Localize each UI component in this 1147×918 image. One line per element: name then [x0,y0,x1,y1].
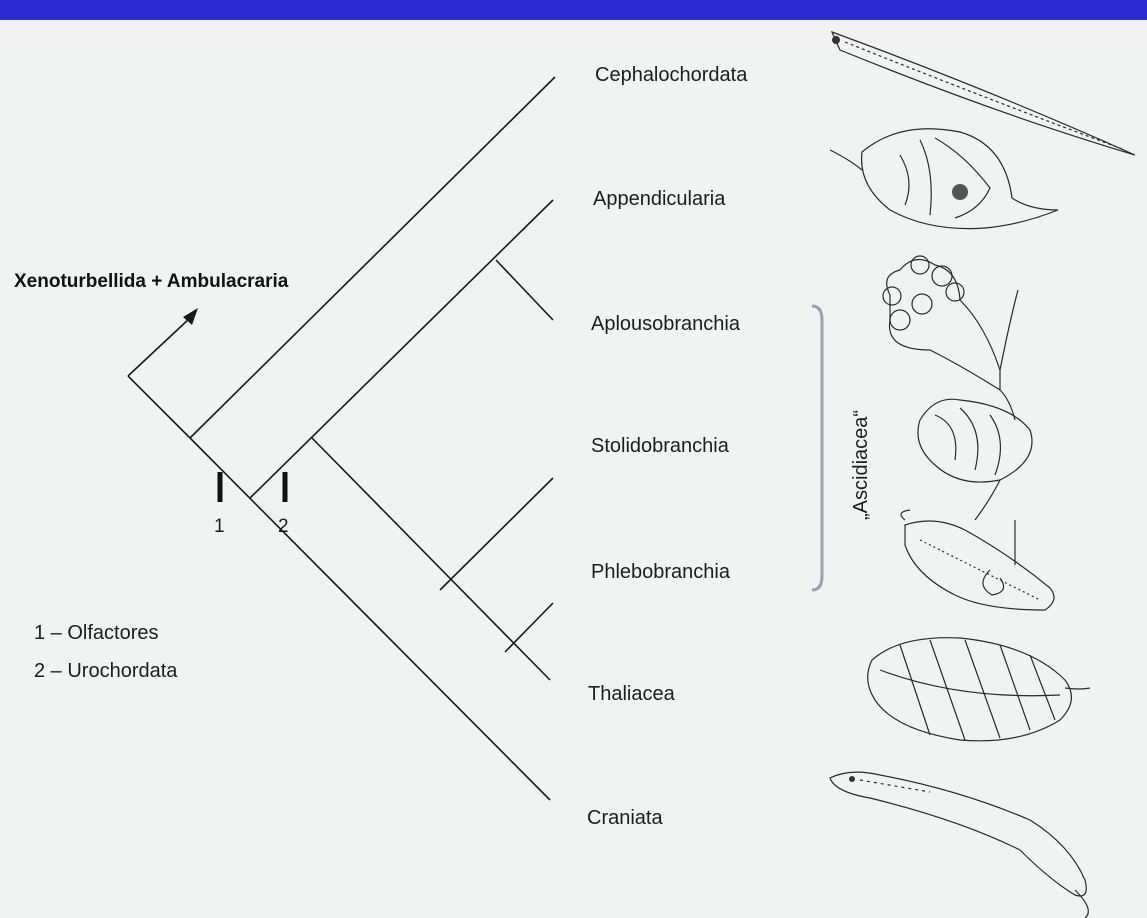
legend-item-urochordata: 2 – Urochordata [34,660,178,682]
outgroup-arrow [128,308,198,376]
taxon-stolidobranchia: Stolidobranchia [591,435,730,457]
taxon-aplousobranchia: Aplousobranchia [591,313,741,335]
salp-drawing [868,638,1090,741]
legend-item-olfactores: 1 – Olfactores [34,622,159,644]
ascidiacea-bracket: „Ascidiacea“ [812,306,872,590]
phlebobranch-drawing [901,510,1054,610]
branch-node-tunicate-crown [312,438,550,680]
marker-label-1: 1 [214,516,225,537]
branch-phlebobranchia [505,603,553,652]
phylogenetic-tree: Xenoturbellida + Ambulacraria 1 [0,20,1147,918]
taxon-phlebobranchia: Phlebobranchia [591,561,731,583]
marker-urochordata: 2 [278,472,289,537]
marker-olfactores: 1 [214,472,225,537]
lamprey-drawing [830,772,1088,918]
taxon-thaliacea: Thaliacea [588,683,676,705]
taxon-appendicularia: Appendicularia [593,188,726,210]
outgroup-label: Xenoturbellida + Ambulacraria [14,271,289,292]
branch-stolidobranchia [440,478,553,590]
taxon-cephalochordata: Cephalochordata [595,64,748,86]
marker-label-2: 2 [278,516,289,537]
ascidiacea-label: „Ascidiacea“ [850,410,872,520]
figure-panel: Xenoturbellida + Ambulacraria 1 [0,20,1147,918]
legend: 1 – Olfactores 2 – Urochordata [34,622,178,682]
branch-main-to-craniata [190,438,550,800]
appendicularian-drawing [830,129,1058,229]
lancelet-drawing [832,32,1135,155]
branch-cephalochordata [190,77,555,438]
tree-branches [128,77,555,800]
taxon-craniata: Craniata [587,807,663,829]
aplousobranch-drawing [883,256,1018,420]
taxon-labels: Cephalochordata Appendicularia Aplousobr… [587,64,748,829]
root-stem [128,376,190,438]
branch-urochordata-stem [250,200,553,498]
branch-aplousobranchia [496,260,553,320]
